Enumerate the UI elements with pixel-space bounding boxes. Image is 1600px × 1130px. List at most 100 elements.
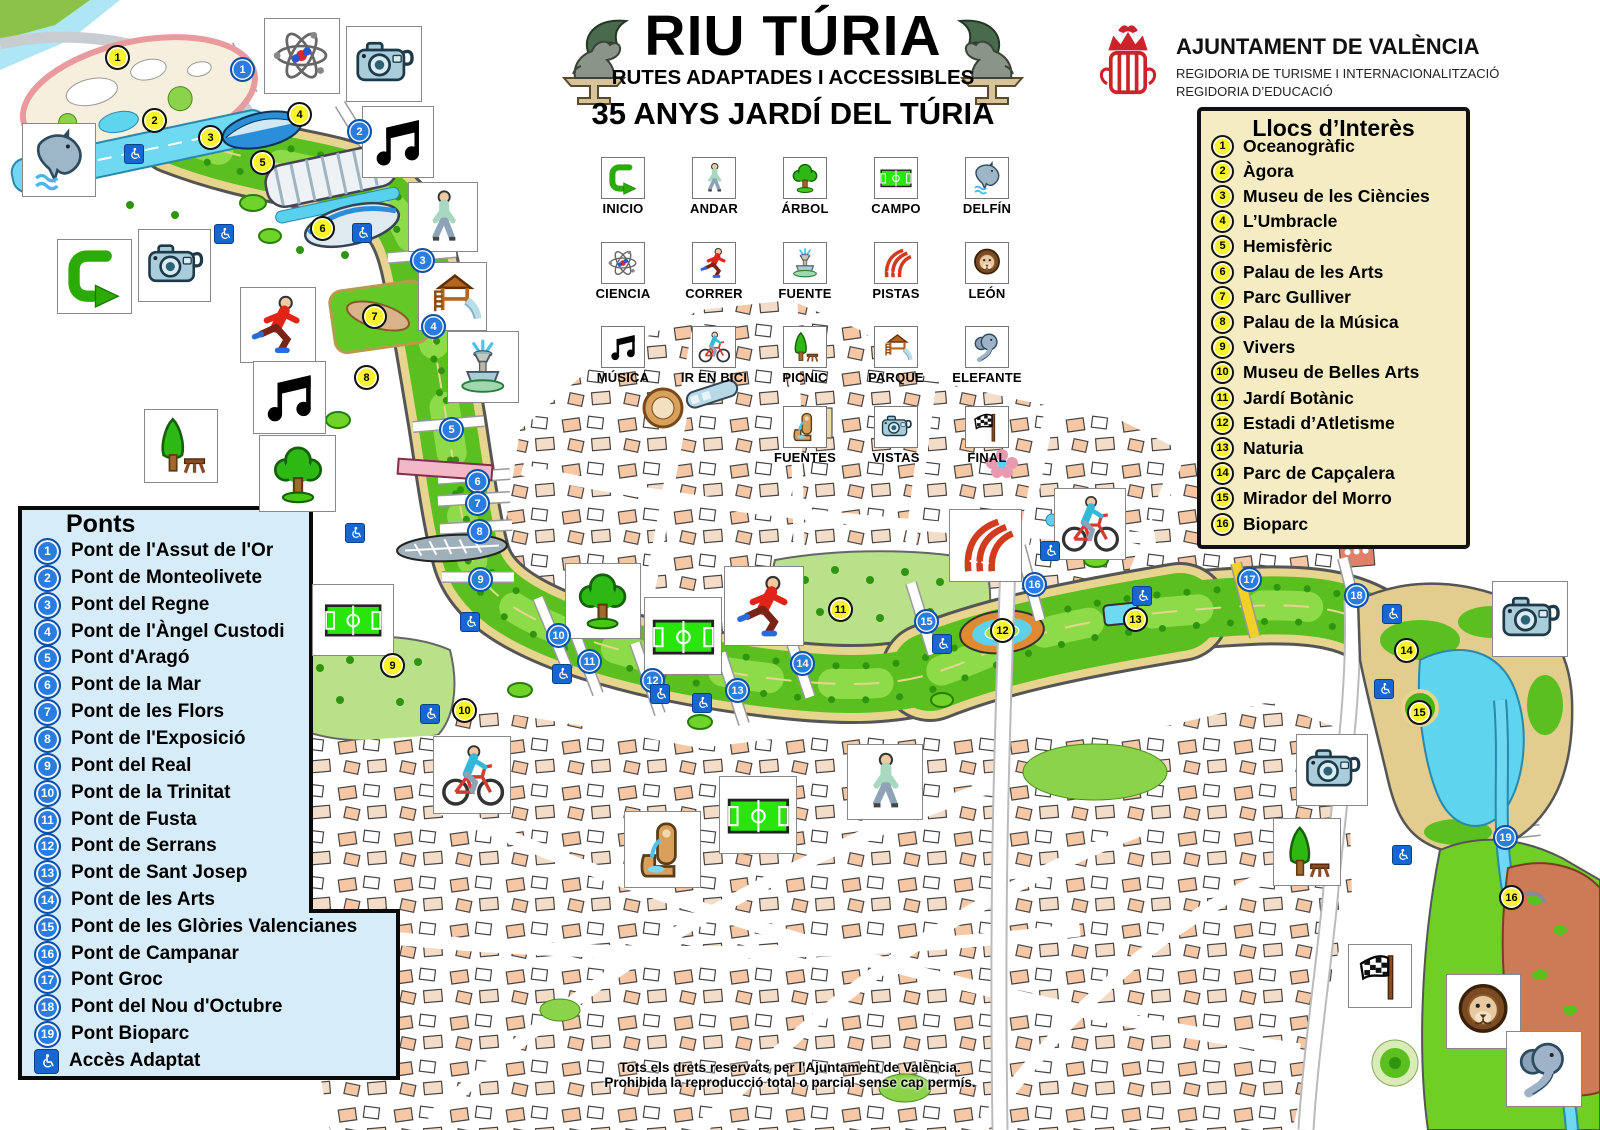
legend-item-parque: PARQUE bbox=[854, 326, 938, 385]
checkered-flag-icon bbox=[1353, 949, 1408, 1004]
map-box-tree bbox=[259, 435, 336, 512]
dolphin-icon bbox=[27, 128, 90, 191]
poster-title: RIU TÚRIA bbox=[644, 4, 942, 68]
legend-item-vistas: VISTAS bbox=[854, 406, 938, 465]
wheelchair-access-badge bbox=[1132, 586, 1152, 606]
map-bridge-marker: 10 bbox=[546, 623, 571, 648]
map-box-bicycle bbox=[433, 736, 511, 814]
walking-person-icon bbox=[852, 749, 917, 814]
dolphin-icon bbox=[969, 161, 1005, 195]
map-place-marker: 6 bbox=[310, 216, 335, 241]
map-place-marker: 2 bbox=[142, 108, 167, 133]
map-box-camera bbox=[1492, 581, 1568, 657]
tree-icon bbox=[787, 161, 823, 195]
running-person-icon bbox=[245, 292, 310, 357]
football-field-icon bbox=[878, 161, 914, 195]
legend-item-delfin: DELFÍN bbox=[945, 157, 1029, 216]
map-bridge-marker: 14 bbox=[790, 651, 815, 676]
wheelchair-access-badge bbox=[214, 224, 234, 244]
drinking-fountain-icon bbox=[630, 817, 696, 883]
legend-item-campo: CAMPO bbox=[854, 157, 938, 216]
music-notes-icon bbox=[605, 330, 641, 364]
map-box-field bbox=[719, 776, 797, 854]
map-box-fountain bbox=[447, 331, 519, 403]
map-bridge-marker: 13 bbox=[725, 678, 750, 703]
map-box-tree bbox=[565, 563, 641, 639]
place-number-badge: 1 bbox=[1211, 134, 1234, 158]
bicycle-icon bbox=[1059, 493, 1121, 555]
map-bridge-marker: 3 bbox=[410, 248, 435, 273]
inicio-icon bbox=[605, 161, 641, 195]
music-notes-icon bbox=[258, 366, 320, 428]
camera-icon bbox=[1301, 739, 1363, 801]
wheelchair-access-badge bbox=[1040, 541, 1060, 561]
map-place-marker: 7 bbox=[362, 304, 387, 329]
copyright-line1: Tots els drets reservats per l'Ajuntamen… bbox=[619, 1060, 961, 1075]
map-box-elephant bbox=[1506, 1031, 1582, 1107]
map-place-marker: 8 bbox=[354, 365, 379, 390]
legend-item-leon: LEÓN bbox=[945, 242, 1029, 301]
map-bridge-marker: 6 bbox=[465, 469, 490, 494]
copyright-footer: Tots els drets reservats per l'Ajuntamen… bbox=[450, 1060, 1130, 1090]
map-place-marker: 14 bbox=[1394, 638, 1419, 663]
map-box-runner bbox=[240, 287, 316, 363]
tree-icon bbox=[570, 568, 635, 633]
map-place-marker: 11 bbox=[828, 597, 853, 622]
checkered-flag-icon bbox=[969, 410, 1005, 444]
legend-item-correr: CORRER bbox=[672, 242, 756, 301]
legend-item-inicio: INICIO bbox=[581, 157, 665, 216]
map-box-runner bbox=[724, 566, 804, 646]
bridges-panel-title: Ponts bbox=[66, 510, 136, 538]
fountain-icon bbox=[452, 336, 514, 398]
organization-dept1: REGIDORIA DE TURISME I INTERNACIONALITZA… bbox=[1176, 66, 1500, 81]
organization-name: AJUNTAMENT DE VALÈNCIA bbox=[1176, 34, 1480, 59]
map-place-marker: 16 bbox=[1499, 885, 1524, 910]
legend-item-elefante: ELEFANTE bbox=[945, 326, 1029, 385]
map-bridge-marker: 9 bbox=[468, 567, 493, 592]
wheelchair-access-badge bbox=[1392, 845, 1412, 865]
legend-item-ciencia: CIENCIA bbox=[581, 242, 665, 301]
wheelchair-access-badge bbox=[1382, 604, 1402, 624]
map-box-camera bbox=[1296, 734, 1368, 806]
valencia-coat-of-arms-icon bbox=[1096, 18, 1160, 100]
poster-subtitle: RUTES ADAPTADES I ACCESSIBLES bbox=[611, 66, 975, 89]
wheelchair-access-badge bbox=[552, 664, 572, 684]
elephant-icon bbox=[969, 330, 1005, 364]
map-bridge-marker: 18 bbox=[1344, 583, 1369, 608]
map-bridge-marker: 4 bbox=[421, 314, 446, 339]
legend-item-bici: IR EN BICI bbox=[672, 326, 756, 385]
wheelchair-access-badge bbox=[692, 693, 712, 713]
wheelchair-access-badge bbox=[124, 144, 144, 164]
map-place-marker: 15 bbox=[1407, 700, 1432, 725]
map-place-marker: 13 bbox=[1123, 607, 1148, 632]
legend-item-andar: ANDAR bbox=[672, 157, 756, 216]
map-box-drinking-fountain bbox=[624, 811, 701, 888]
wheelchair-access-badge bbox=[932, 634, 952, 654]
map-bridge-marker: 16 bbox=[1022, 572, 1047, 597]
map-box-picnic bbox=[144, 409, 218, 483]
football-field-icon bbox=[318, 589, 388, 651]
map-bridge-marker: 8 bbox=[467, 519, 492, 544]
bicycle-icon bbox=[696, 330, 732, 364]
map-bridge-marker: 15 bbox=[914, 609, 939, 634]
running-person-icon bbox=[696, 246, 732, 280]
bicycle-icon bbox=[439, 742, 506, 809]
